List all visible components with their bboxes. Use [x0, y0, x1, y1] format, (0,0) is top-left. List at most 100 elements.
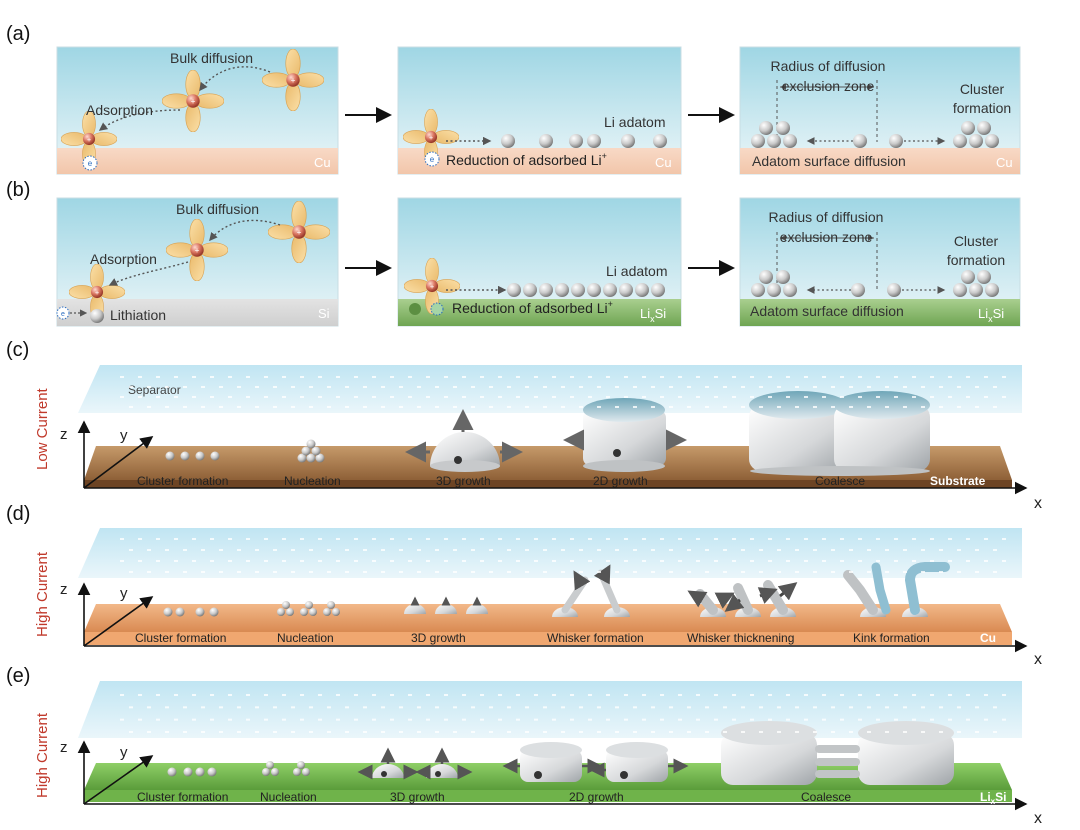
separator-pore [255, 386, 259, 388]
separator-pore [867, 549, 871, 551]
separator-pore [696, 376, 700, 378]
separator-pore [966, 560, 970, 562]
separator-pore [579, 386, 583, 388]
separator-pore [966, 396, 970, 398]
separator-pore [597, 706, 601, 709]
separator-pore [273, 549, 277, 551]
separator-pore [948, 694, 952, 696]
stage-label: Cluster formation [135, 631, 226, 645]
separator-pore [993, 406, 997, 408]
separator-pore [642, 396, 646, 398]
separator-pore [921, 549, 925, 551]
separator-pore [570, 560, 574, 562]
separator-pore [993, 386, 997, 388]
separator-pore [309, 706, 313, 709]
separator-pore [336, 396, 340, 398]
li-adatom-label: Li adatom [604, 114, 665, 130]
separator-pore [786, 396, 790, 398]
separator-pore [381, 406, 385, 408]
axis-z-label: z [60, 581, 68, 598]
separator-pore [390, 560, 394, 562]
separator-pore [741, 386, 745, 388]
separator-pore [435, 731, 439, 733]
separator-pore [228, 376, 232, 378]
separator-pore [651, 549, 655, 551]
nucleation-feature [297, 439, 325, 463]
2d-growth-feature [563, 398, 687, 472]
separator-pore [813, 731, 817, 733]
separator-pore [759, 731, 763, 733]
separator-pore [669, 571, 673, 573]
separator-pore [408, 376, 412, 378]
separator-pore [489, 386, 493, 388]
separator-pore [201, 706, 205, 709]
separator-pore [912, 396, 916, 398]
separator-pore [552, 718, 556, 721]
separator-pore [408, 560, 412, 562]
separator-pore [381, 731, 385, 733]
separator-pore [840, 718, 844, 721]
separator-pore [255, 571, 259, 573]
separator-pore [543, 406, 547, 408]
separator-pore [480, 560, 484, 562]
separator-pore [867, 406, 871, 408]
side-label-high-current: High Current [34, 712, 51, 798]
separator-pore [210, 560, 214, 562]
separator-pore [912, 560, 916, 562]
separator-pore [795, 549, 799, 551]
separator-pore [696, 694, 700, 696]
separator-pore [633, 406, 637, 408]
separator-pore [714, 538, 718, 540]
separator-pore [597, 731, 601, 733]
separator-pore [327, 571, 331, 573]
separator-pore [534, 396, 538, 398]
separator-pore [264, 718, 268, 721]
stage-label: 3D growth [411, 631, 466, 645]
separator-pore [723, 406, 727, 408]
separator-pore [804, 538, 808, 540]
separator-pore [840, 538, 844, 540]
separator-pore [147, 731, 151, 733]
separator-pore [210, 718, 214, 721]
separator-pore [930, 538, 934, 540]
separator-pore [885, 386, 889, 388]
separator-pore [327, 386, 331, 388]
separator-pore [507, 706, 511, 709]
separator-pore [849, 731, 853, 733]
separator-pore [588, 560, 592, 562]
stage-label: 2D growth [593, 474, 648, 488]
separator-pore [201, 731, 205, 733]
separator-pore [489, 706, 493, 709]
separator-pore [129, 386, 133, 388]
separator-pore [687, 571, 691, 573]
separator-pore [813, 549, 817, 551]
separator-pore [822, 376, 826, 378]
separator-pore [138, 538, 142, 540]
separator-pore [309, 406, 313, 408]
separator-pore [408, 718, 412, 721]
separator-pore [534, 376, 538, 378]
separator-pore [732, 396, 736, 398]
separator-pore [444, 396, 448, 398]
separator-pore [786, 718, 790, 721]
separator-pore [948, 538, 952, 540]
separator-pore [399, 549, 403, 551]
separator-pore [804, 376, 808, 378]
separator-pore [147, 386, 151, 388]
separator-pore [246, 376, 250, 378]
separator-pore [723, 571, 727, 573]
separator-pore [606, 538, 610, 540]
separator-pore [615, 406, 619, 408]
separator-pore [336, 376, 340, 378]
separator-pore [759, 571, 763, 573]
separator-pore [939, 406, 943, 408]
separator-pore [462, 538, 466, 540]
separator-pore [813, 386, 817, 388]
separator-pore [723, 731, 727, 733]
separator-pore [678, 694, 682, 696]
separator-pore [210, 538, 214, 540]
separator-pore [201, 386, 205, 388]
separator-pore [246, 718, 250, 721]
separator-pore [453, 386, 457, 388]
